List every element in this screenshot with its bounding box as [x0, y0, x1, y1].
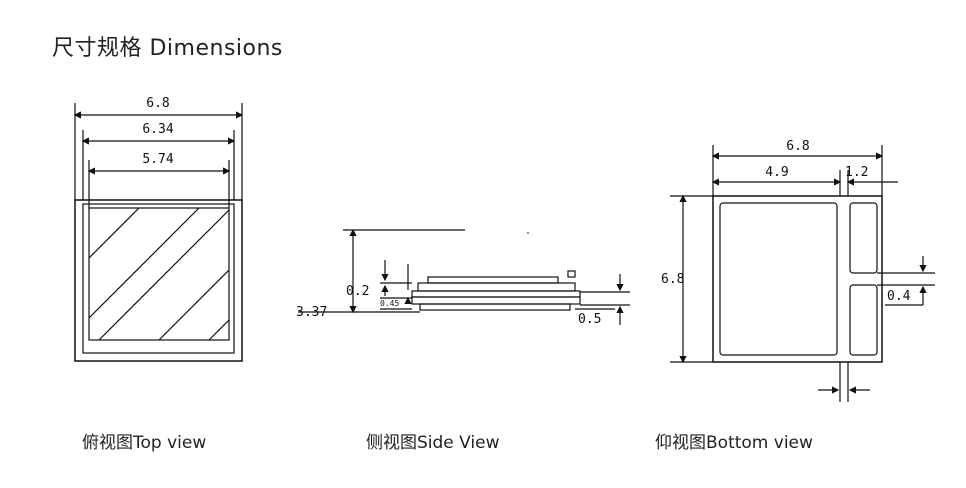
bottom-dim-width: 6.8: [786, 139, 809, 154]
bottom-dim-pad: 4.9: [765, 165, 788, 180]
side-dim-height: 3.37: [296, 305, 327, 320]
side-view-caption: 侧视图Side View: [366, 433, 500, 453]
bottom-view-caption: 仰视图Bottom view: [655, 433, 813, 453]
top-dim-mid: 6.34: [142, 122, 173, 137]
side-view: [298, 228, 630, 325]
side-dim-c: 0.5: [578, 312, 601, 327]
top-dim-inner: 5.74: [142, 152, 173, 167]
side-dim-b: 0.45: [380, 299, 399, 308]
page-title: 尺寸规格 Dimensions: [52, 36, 283, 61]
top-view-caption: 俯视图Top view: [82, 433, 207, 453]
top-view: [73, 103, 244, 362]
side-dim-a: 0.2: [346, 284, 369, 299]
side-dot: [527, 232, 529, 234]
bottom-view: [670, 145, 935, 402]
top-dim-outer: 6.8: [146, 96, 169, 111]
bottom-dim-gap: 0.4: [887, 289, 911, 304]
bottom-dim-height: 6.8: [661, 272, 684, 287]
bottom-dim-strip: 1.2: [845, 165, 868, 180]
